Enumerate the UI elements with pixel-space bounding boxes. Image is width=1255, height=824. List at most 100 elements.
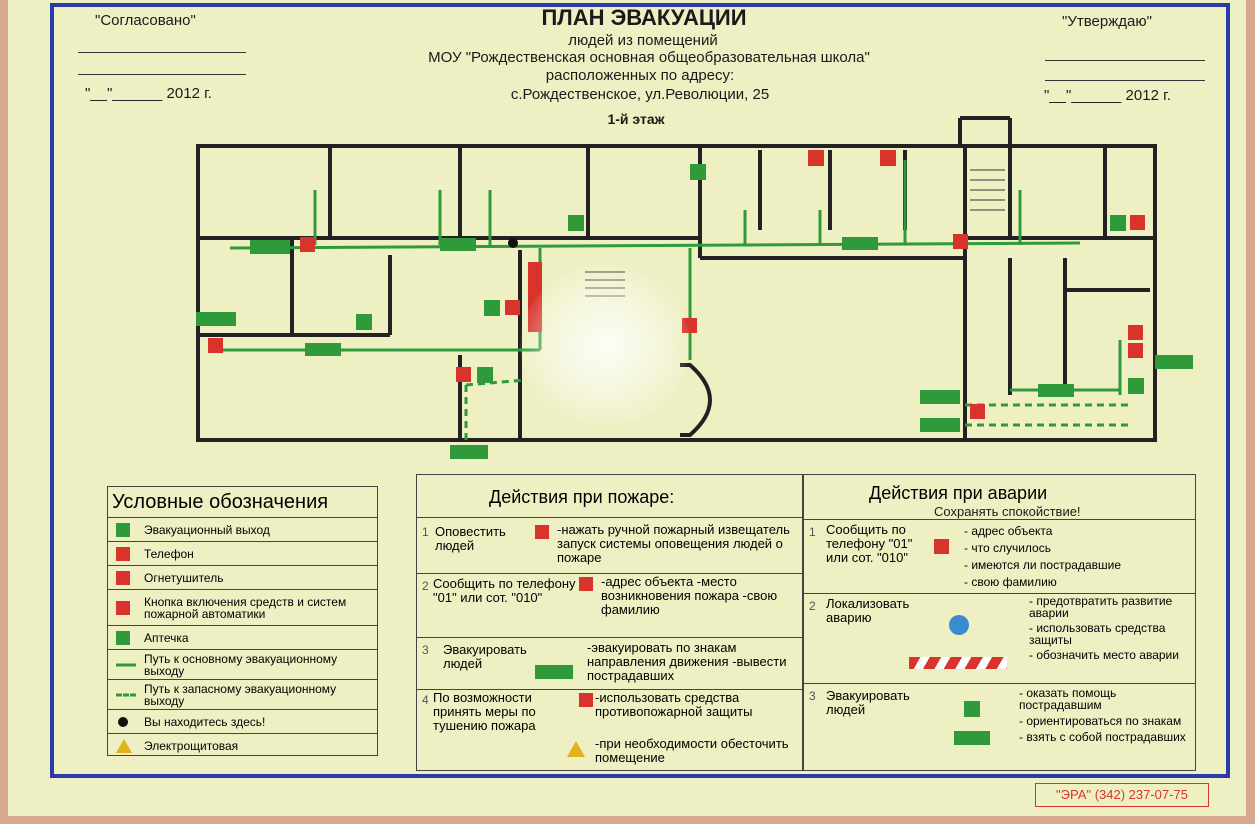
fire-action-details: -при необходимости обесточить помещение	[595, 736, 789, 765]
fire-action: Эвакуировать людей	[443, 642, 527, 671]
row-number: 3	[422, 643, 429, 657]
first-aid-icon	[1110, 215, 1126, 231]
first-aid-icon	[1128, 378, 1144, 394]
legend-item: Вы находитесь здесь!	[108, 709, 377, 734]
legend-item: Эвакуационный выход	[108, 517, 377, 542]
you-are-here-icon	[508, 238, 518, 248]
phone-icon	[116, 547, 130, 561]
exit-sign-icon	[450, 445, 488, 459]
exit-sign-icon	[196, 312, 236, 326]
row-number: 1	[809, 525, 816, 539]
hazard-tape-icon	[909, 657, 1007, 669]
legend-label: Кнопка включения средств и систем пожарн…	[144, 595, 347, 621]
fire-action-details: -эвакуировать по знакам направления движ…	[587, 640, 787, 683]
date-left: "__"______ 2012 г.	[85, 85, 212, 102]
dashed-path-icon	[116, 693, 136, 697]
electrical-panel-icon	[116, 738, 132, 753]
alarm-button-icon	[953, 234, 968, 249]
legend: Условные обозначения Эвакуационный выход…	[107, 486, 378, 756]
walls	[196, 116, 1157, 442]
row-number: 1	[422, 525, 429, 539]
alarm-button-icon	[208, 338, 223, 353]
exit-sign-icon	[535, 665, 573, 679]
first-aid-icon	[690, 164, 706, 180]
legend-item: Аптечка	[108, 625, 377, 650]
legend-label: Путь к запасному эвакуационному выходу	[144, 682, 337, 708]
legend-label: Телефон	[144, 547, 194, 561]
alarm-button-icon	[535, 525, 549, 539]
row-number: 2	[422, 579, 429, 593]
extinguisher-icon	[1128, 343, 1143, 358]
legend-item: Огнетушитель	[108, 565, 377, 590]
legend-title: Условные обозначения	[112, 491, 329, 513]
manufacturer-label: "ЭРА" (342) 237-07-75	[1035, 783, 1209, 807]
phone-icon	[579, 577, 593, 591]
extinguisher-icon	[505, 300, 520, 315]
extinguisher-icon	[970, 404, 985, 419]
fire-action: Сообщить по телефону "01" или сот. "010"	[433, 576, 576, 605]
blue-frame	[50, 3, 1230, 778]
first-aid-icon	[356, 314, 372, 330]
exit-sign-icon	[1155, 355, 1193, 369]
row-number: 2	[809, 599, 816, 613]
fire-action: Оповестить людей	[435, 524, 506, 553]
phone-icon	[808, 150, 824, 166]
first-aid-markers	[356, 164, 1144, 394]
first-aid-icon	[116, 631, 130, 645]
accident-details: - адрес объекта - что случилось - имеютс…	[964, 524, 1121, 589]
solid-path-icon	[116, 663, 136, 667]
floor-label: 1-й этаж	[607, 111, 665, 127]
exit-sign-icon	[842, 237, 878, 250]
electrical-panel-icon	[567, 741, 585, 757]
subtitle-line2: МОУ "Рождественская основная общеобразов…	[428, 49, 870, 66]
subtitle-line1: людей из помещений	[568, 32, 718, 49]
legend-label: Аптечка	[144, 631, 189, 645]
first-aid-icon	[568, 215, 584, 231]
fire-action-details: -нажать ручной пожарный извещатель запус…	[557, 522, 790, 565]
exit-sign-icon	[440, 238, 476, 251]
date-right: "__"______ 2012 г.	[1044, 87, 1171, 104]
signature-line	[1045, 60, 1205, 61]
legend-item: Путь к основному эвакуационному выходу	[108, 649, 377, 680]
accident-action: Сообщить по телефону "01" или сот. "010"	[826, 522, 913, 565]
legend-item: Электрощитовая	[108, 733, 377, 757]
extinguisher-icon	[579, 693, 593, 707]
exit-sign-icon	[954, 731, 990, 745]
alarm-button-icon	[300, 237, 315, 252]
accident-action: Локализовать аварию	[826, 596, 910, 625]
accident-details: - предотвратить развитие аварии - исполь…	[1029, 594, 1179, 662]
subtitle-address: с.Рождественское, ул.Революции, 25	[510, 86, 770, 103]
alarm-button-icon	[116, 601, 130, 615]
accident-subtitle: Сохранять спокойствие!	[934, 504, 1081, 519]
legend-item: Путь к запасному эвакуационному выходу	[108, 679, 377, 710]
legend-item: Телефон	[108, 541, 377, 566]
exit-signs	[196, 237, 1193, 459]
fire-action: По возможности принять меры по тушению п…	[433, 690, 536, 733]
approved-left-label: "Согласовано"	[95, 12, 196, 29]
phone-icon	[880, 150, 896, 166]
fire-actions-table: Действия при пожаре: 1 Оповестить людей …	[416, 474, 803, 771]
extinguisher-icon	[456, 367, 471, 382]
first-aid-icon	[964, 701, 980, 717]
subtitle-line3: расположенных по адресу:	[545, 67, 735, 84]
phone-icon	[934, 539, 949, 554]
legend-label: Вы находитесь здесь!	[144, 715, 266, 729]
signature-line	[78, 52, 246, 53]
extinguisher-icon	[116, 571, 130, 585]
fire-action-details: -использовать средства противопожарной з…	[595, 690, 753, 719]
accident-actions-title: Действия при аварии	[869, 483, 1048, 503]
accident-details: - оказать помощь пострадавшим - ориентир…	[1019, 686, 1186, 744]
legend-label: Эвакуационный выход	[144, 523, 270, 537]
extinguisher-icon	[1130, 215, 1145, 230]
exit-sign-icon	[250, 240, 290, 254]
page-title: ПЛАН ЭВАКУАЦИИ	[541, 5, 747, 30]
extinguisher-icon	[1128, 325, 1143, 340]
fire-action-details: -адрес объекта -место возникновения пожа…	[601, 574, 778, 617]
exit-sign-icon	[920, 418, 960, 432]
row-number: 4	[422, 693, 429, 707]
protective-equipment-icon	[949, 615, 969, 635]
exit-sign-icon	[116, 523, 130, 537]
legend-item: Кнопка включения средств и систем пожарн…	[108, 589, 377, 626]
first-aid-icon	[484, 300, 500, 316]
